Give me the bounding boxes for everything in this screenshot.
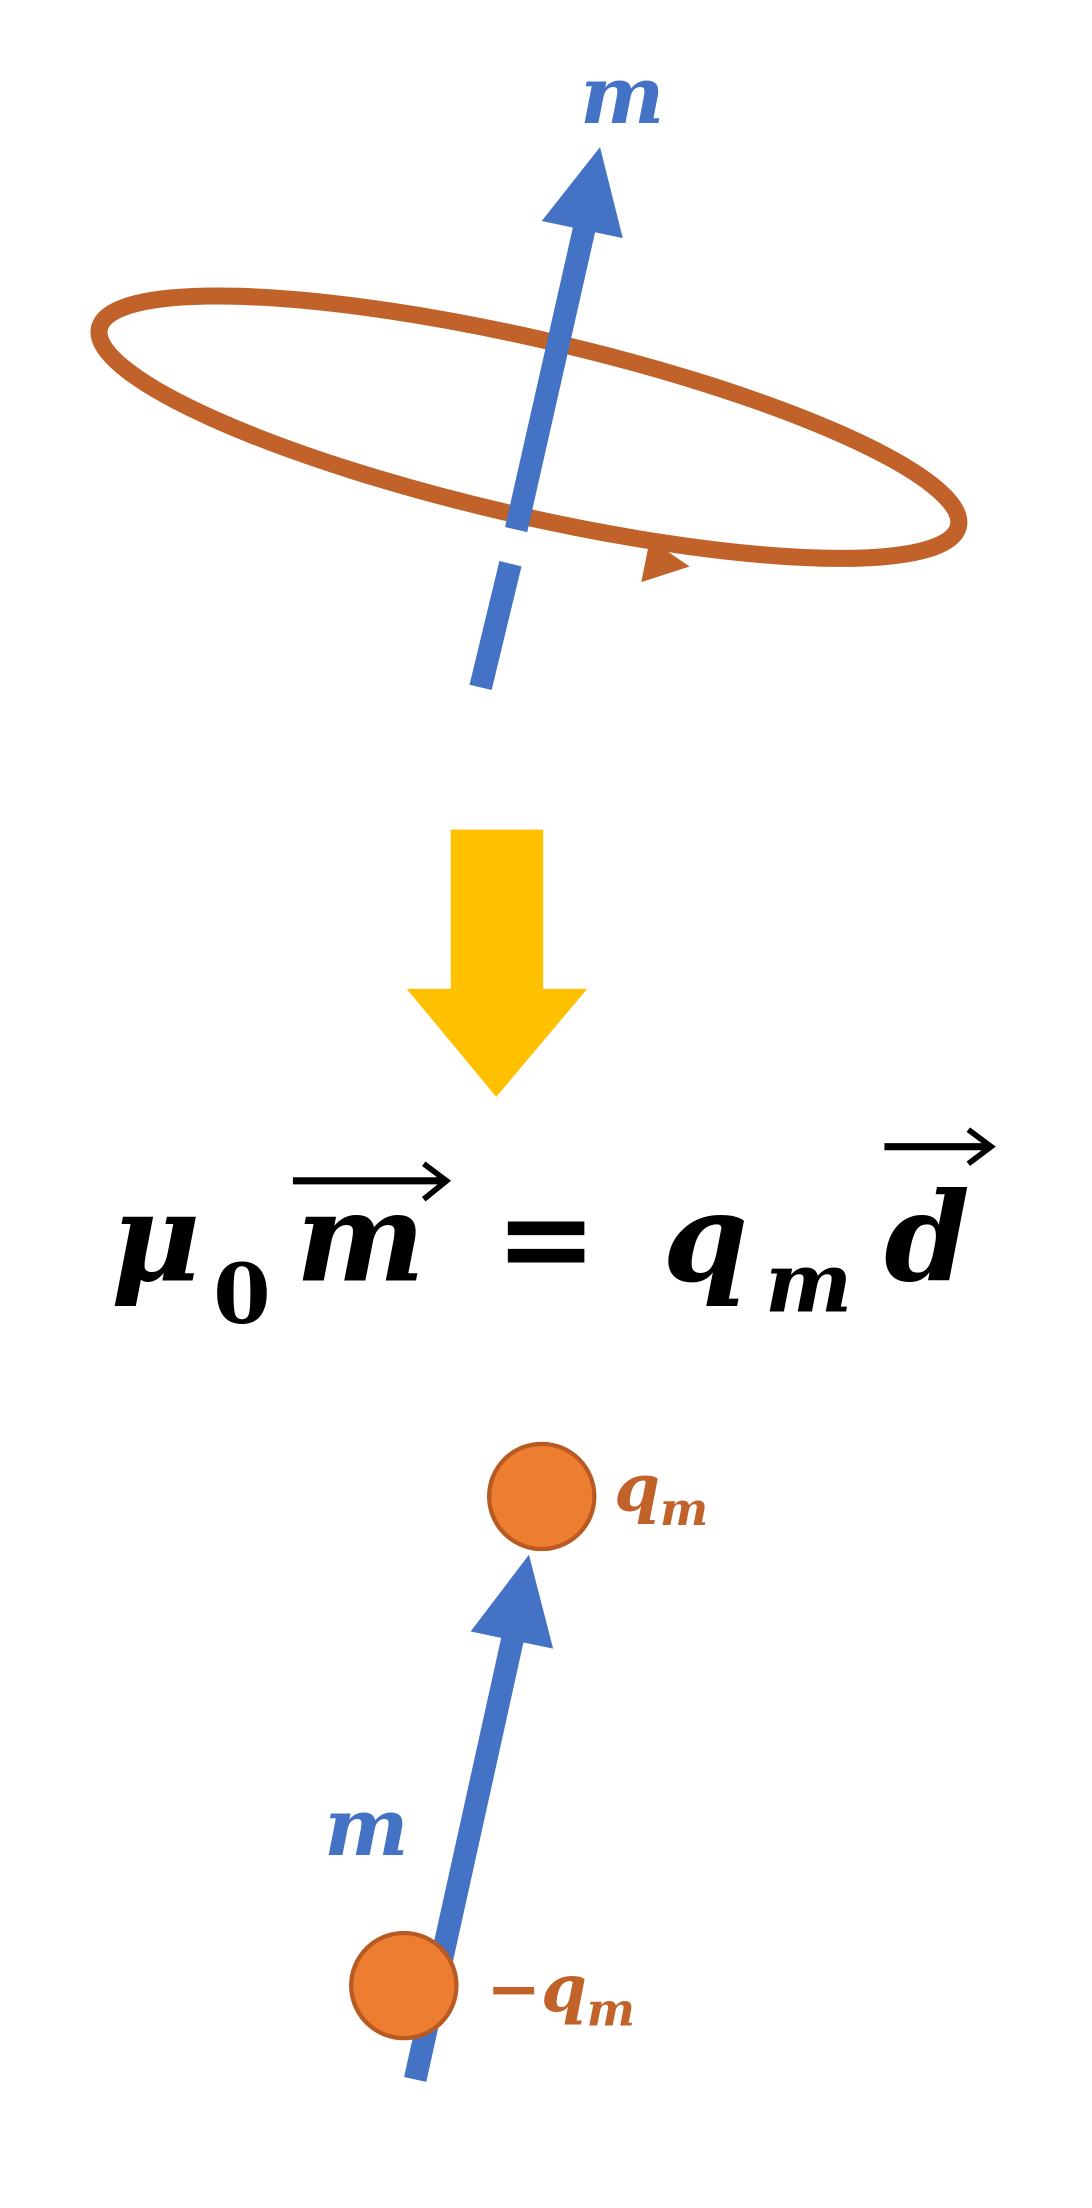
moment-vector-lower-segment — [469, 561, 522, 691]
dipole-moment-arrowhead — [470, 1554, 554, 1649]
moment-vector-arrowhead — [541, 147, 623, 239]
equation-q: q — [663, 1165, 749, 1309]
current-loop-diagram: m — [90, 48, 968, 691]
vector-arrowhead-m — [421, 1161, 452, 1202]
moment-label-bottom: m — [324, 1780, 408, 1874]
negative-charge — [349, 1930, 459, 2041]
transformation-arrow — [406, 829, 588, 1097]
equation-d: d — [884, 1165, 970, 1309]
equation-mu-subscript: 0 — [213, 1247, 270, 1343]
moment-label-top: m — [580, 48, 664, 142]
moment-vector-upper-segment — [505, 225, 596, 533]
vector-arrowhead-d — [966, 1127, 996, 1166]
equation: μ 0 m = q m d — [111, 1127, 996, 1343]
negative-charge-label: −qm — [486, 1951, 635, 2036]
charge-dipole-diagram: qm −qm m — [324, 1441, 708, 2082]
positive-charge-label: qm — [614, 1451, 708, 1536]
equation-q-subscript: m — [765, 1236, 852, 1332]
current-direction-arrowhead — [641, 539, 690, 583]
equation-m: m — [296, 1165, 425, 1309]
positive-charge — [486, 1441, 597, 1552]
equation-equals: = — [495, 1165, 597, 1309]
equation-mu: μ — [111, 1165, 201, 1309]
